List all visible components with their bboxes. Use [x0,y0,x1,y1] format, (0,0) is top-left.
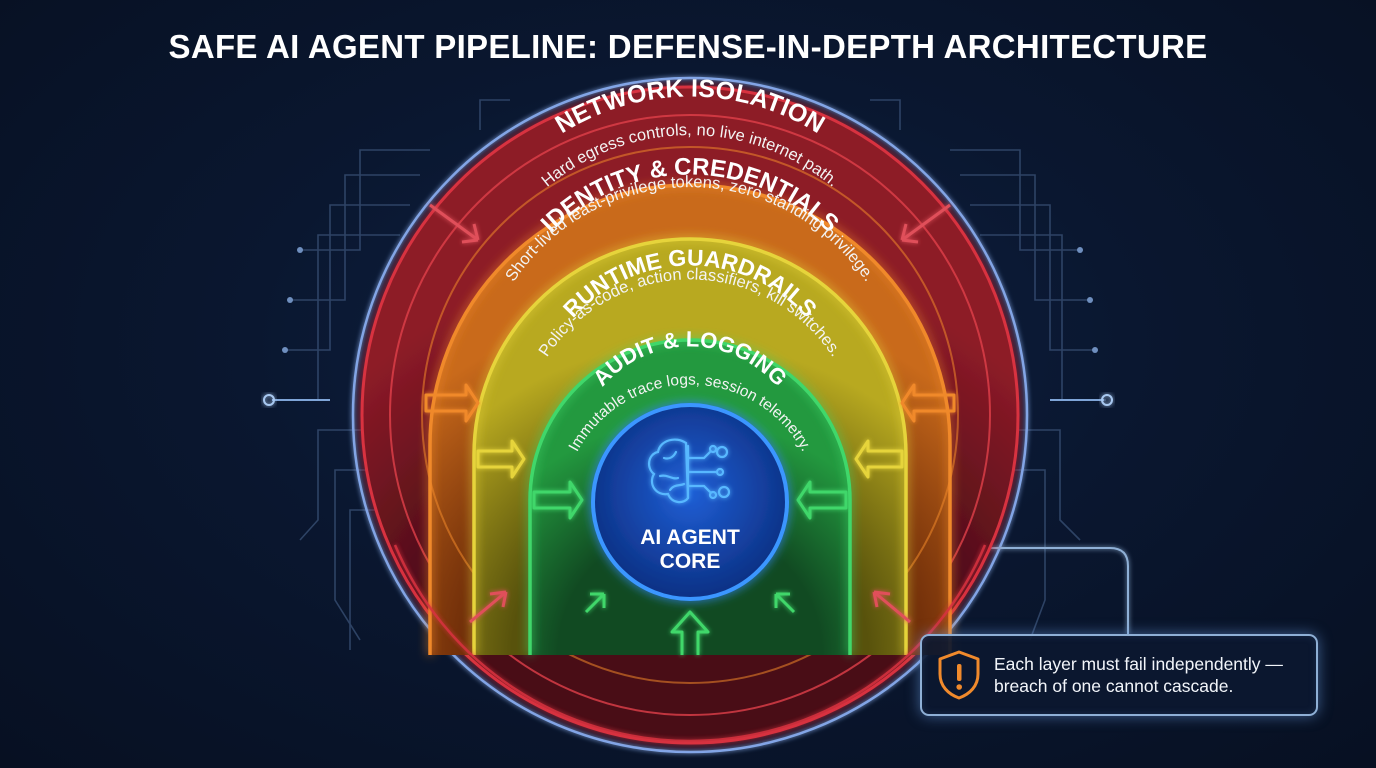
ai-agent-core: AI AGENT CORE [591,403,789,601]
right-connector-node [1050,394,1113,406]
note-line-1: Each layer must fail independently — [994,654,1283,674]
shield-alert-icon [938,650,980,700]
left-connector-node [263,394,330,406]
core-label-line1: AI AGENT [640,526,740,549]
brain-circuit-icon [648,438,731,504]
outer-boundary-ring [351,76,1029,754]
independence-note-callout: Each layer must fail independently — bre… [920,634,1318,716]
circuit-nodes [282,247,1098,353]
threat-arrows [424,203,956,655]
page-title: SAFE AI AGENT PIPELINE: DEFENSE-IN-DEPTH… [168,28,1208,65]
note-text: Each layer must fail independently — bre… [994,653,1283,697]
callout-connector [942,547,1129,634]
core-label-line2: CORE [660,550,721,573]
note-line-2: breach of one cannot cascade. [994,676,1234,696]
